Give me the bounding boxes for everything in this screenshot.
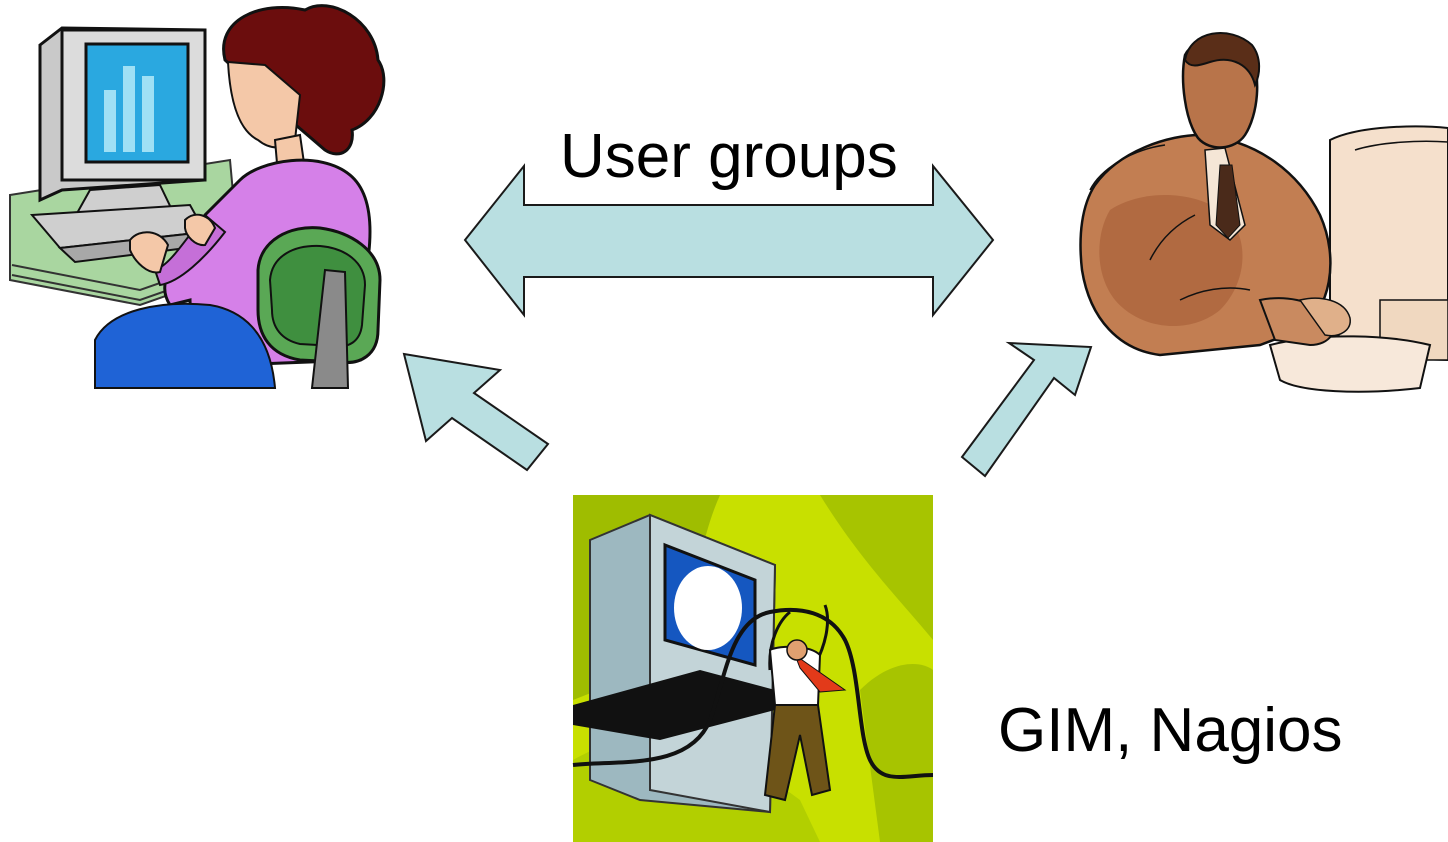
woman-at-computer-icon	[9, 4, 386, 389]
monitoring-tools-label: GIM, Nagios	[998, 696, 1343, 765]
double-arrow-user-groups	[463, 163, 995, 318]
technician-with-server-icon	[572, 495, 934, 842]
businessman-at-computer-icon	[1079, 32, 1448, 393]
arrow-to-right-user	[960, 341, 1093, 478]
arrow-to-left-user	[402, 352, 550, 472]
user-groups-label: User groups	[560, 122, 898, 191]
